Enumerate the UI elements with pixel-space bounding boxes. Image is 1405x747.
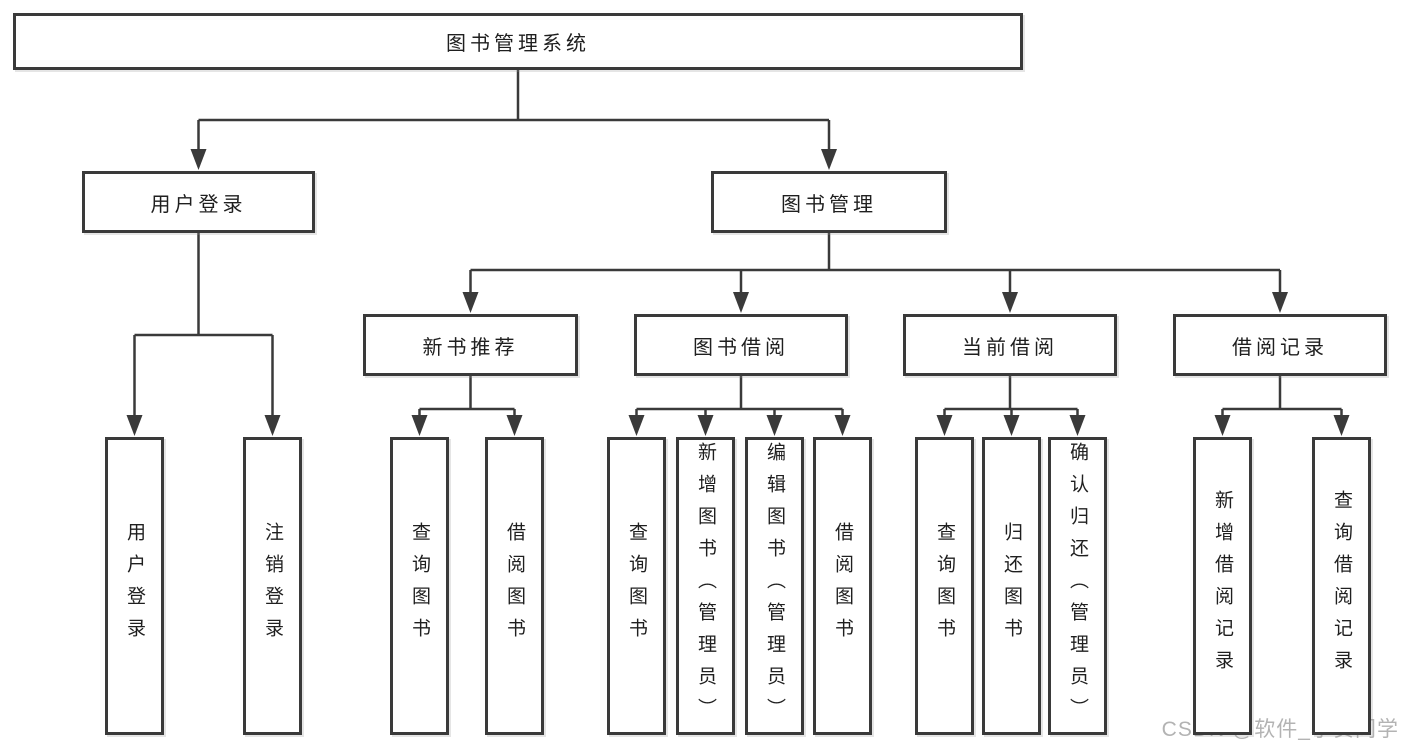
arrowhead-icon: [1214, 415, 1231, 436]
node-leaf-logout: 注销登录: [243, 437, 302, 735]
arrowhead-icon: [506, 415, 523, 436]
node-leaf-add-borrow-record: 新增借阅记录: [1193, 437, 1252, 735]
node-book-management: 图书管理: [711, 171, 947, 233]
arrowhead-icon: [1002, 292, 1018, 313]
node-label-current-borrowing: 当前借阅: [962, 336, 1058, 359]
arrowhead-icon: [264, 415, 281, 436]
node-borrowing-records: 借阅记录: [1173, 314, 1387, 376]
node-leaf-edit-book: 编辑图书（管理员）: [745, 437, 804, 735]
node-leaf-user-login: 用户登录: [105, 437, 164, 735]
arrowhead-icon: [766, 415, 783, 436]
node-label-leaf-confirm-return: 确认归还（管理员）: [1067, 442, 1088, 730]
arrowhead-icon: [1272, 292, 1288, 313]
node-leaf-add-book: 新增图书（管理员）: [676, 437, 735, 735]
node-label-root: 图书管理系统: [446, 33, 590, 55]
node-leaf-query-book-1: 查询图书: [390, 437, 449, 735]
arrowhead-icon: [821, 149, 837, 170]
node-label-leaf-return-book: 归还图书: [1001, 522, 1022, 650]
node-leaf-query-book-2: 查询图书: [607, 437, 666, 735]
node-label-book-borrowing: 图书借阅: [693, 336, 789, 359]
node-root: 图书管理系统: [13, 13, 1023, 70]
arrowhead-icon: [697, 415, 714, 436]
node-label-user-login: 用户登录: [150, 193, 247, 216]
arrowhead-icon: [411, 415, 428, 436]
arrowhead-icon: [936, 415, 953, 436]
arrowhead-icon: [126, 415, 143, 436]
node-label-leaf-add-borrow-record: 新增借阅记录: [1212, 490, 1233, 682]
arrowhead-icon: [190, 149, 207, 170]
arrowhead-icon: [628, 415, 645, 436]
node-book-borrowing: 图书借阅: [634, 314, 848, 376]
node-leaf-query-book-3: 查询图书: [915, 437, 974, 735]
node-label-leaf-query-book-3: 查询图书: [934, 522, 955, 650]
node-label-book-management: 图书管理: [781, 193, 877, 216]
arrowhead-icon: [1069, 415, 1086, 436]
node-label-leaf-query-book-2: 查询图书: [626, 522, 647, 650]
node-leaf-borrow-book-2: 借阅图书: [813, 437, 872, 735]
node-leaf-return-book: 归还图书: [982, 437, 1041, 735]
arrowhead-icon: [1333, 415, 1350, 436]
arrowhead-icon: [834, 415, 851, 436]
node-label-leaf-query-borrow-record: 查询借阅记录: [1331, 490, 1352, 682]
node-label-leaf-edit-book: 编辑图书（管理员）: [764, 442, 785, 730]
node-label-new-book-recommend: 新书推荐: [422, 336, 519, 359]
node-user-login: 用户登录: [82, 171, 315, 233]
node-label-leaf-borrow-book-1: 借阅图书: [504, 522, 525, 650]
arrowhead-icon: [462, 292, 479, 313]
node-label-leaf-borrow-book-2: 借阅图书: [832, 522, 853, 650]
node-label-leaf-query-book-1: 查询图书: [409, 522, 430, 650]
node-new-book-recommend: 新书推荐: [363, 314, 578, 376]
node-label-borrowing-records: 借阅记录: [1232, 336, 1328, 359]
node-label-leaf-user-login: 用户登录: [124, 522, 145, 650]
node-current-borrowing: 当前借阅: [903, 314, 1117, 376]
node-label-leaf-logout: 注销登录: [262, 522, 283, 650]
arrowhead-icon: [733, 292, 749, 313]
node-leaf-confirm-return: 确认归还（管理员）: [1048, 437, 1107, 735]
arrowhead-icon: [1003, 415, 1020, 436]
node-leaf-borrow-book-1: 借阅图书: [485, 437, 544, 735]
node-leaf-query-borrow-record: 查询借阅记录: [1312, 437, 1371, 735]
node-label-leaf-add-book: 新增图书（管理员）: [695, 442, 716, 730]
